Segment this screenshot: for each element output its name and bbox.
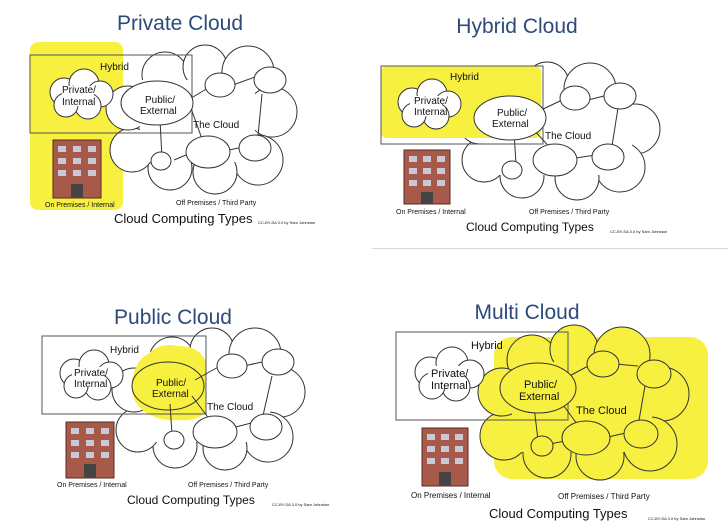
private-label-line1: Private/: [431, 368, 469, 380]
network-nodes-outer: [163, 348, 295, 450]
panel-title: Hybrid Cloud: [456, 15, 578, 38]
panel-title: Private Cloud: [116, 12, 244, 35]
hybrid-label: Hybrid: [100, 62, 129, 73]
highlight-public: [131, 345, 206, 421]
public-label-line2: External: [152, 389, 189, 400]
hybrid-box: [29, 54, 193, 134]
public-label-line1: Public/: [497, 108, 527, 119]
panel-private-cloud: Private Cloud Hybrid Private/ Internal: [0, 0, 364, 250]
credit-label: CC-BY-SA 3.0 by Sam Johnston: [648, 516, 705, 521]
divider-line: [372, 248, 728, 249]
private-cloud-bubble: [397, 78, 462, 130]
public-label-line1: Public/: [156, 378, 186, 389]
network-nodes: [499, 350, 672, 457]
footer-title: Cloud Computing Types: [127, 493, 255, 507]
hybrid-box: [41, 335, 207, 415]
footer-title: Cloud Computing Types: [489, 506, 628, 521]
on-premises-label: On Premises / Internal: [411, 491, 491, 500]
panel-title: Multi Cloud: [474, 301, 580, 324]
private-label-line1: Private/: [414, 96, 448, 107]
off-premises-label: Off Premises / Third Party: [188, 482, 269, 489]
credit-label: CC-BY-SA 3.0 by Sam Johnston: [258, 220, 315, 225]
private-label-line1: Private/: [62, 85, 96, 96]
footer-title: Cloud Computing Types: [114, 211, 253, 226]
building-icon: [52, 139, 102, 199]
building-icon: [421, 427, 469, 487]
private-label-line2: Internal: [74, 379, 107, 390]
the-cloud-label: The Cloud: [193, 120, 239, 131]
private-cloud-bubble: [49, 68, 114, 120]
panel-title: Public Cloud: [114, 306, 232, 329]
private-label-line2: Internal: [62, 97, 95, 108]
diagram-private-cloud: Hybrid Private/ Internal Public/ Externa…: [29, 42, 315, 226]
on-premises-label: On Premises / Internal: [45, 202, 115, 209]
off-premises-label: Off Premises / Third Party: [176, 200, 257, 207]
building-icon: [65, 421, 115, 479]
panel-hybrid-cloud: Hybrid Cloud Hybrid Private/ Internal: [362, 0, 726, 250]
private-label-line2: Internal: [431, 380, 468, 392]
on-premises-label: On Premises / Internal: [396, 209, 466, 216]
public-label-line1: Public/: [145, 95, 175, 106]
private-label-line1: Private/: [74, 368, 108, 379]
credit-label: CC-BY-SA 3.0 by Sam Johnston: [272, 502, 329, 507]
public-label-line2: External: [492, 119, 529, 130]
public-label-line2: External: [519, 391, 559, 403]
private-label-line2: Internal: [414, 107, 447, 118]
diagram-public-cloud: Hybrid Private/ Internal Public/ Externa…: [41, 327, 329, 507]
the-cloud-label: The Cloud: [545, 131, 591, 142]
public-label-line2: External: [140, 106, 177, 117]
hybrid-label: Hybrid: [471, 340, 503, 352]
network-nodes: [131, 361, 205, 411]
panel-multi-cloud: Multi Cloud Hybrid Private/ Internal: [362, 262, 728, 526]
off-premises-label: Off Premises / Third Party: [558, 492, 650, 501]
public-label-line1: Public/: [524, 379, 558, 391]
diagram-hybrid-cloud: Hybrid Private/ Internal Public/ Externa…: [380, 61, 667, 234]
building-icon: [403, 149, 451, 205]
hybrid-box: [380, 65, 544, 145]
private-cloud-bubble: [59, 349, 124, 401]
hybrid-label: Hybrid: [450, 72, 479, 83]
panel-public-cloud: Public Cloud Hybrid Private/ Internal: [0, 262, 364, 526]
network-nodes: [473, 82, 637, 180]
off-premises-label: Off Premises / Third Party: [529, 209, 610, 216]
the-cloud-label: The Cloud: [207, 402, 253, 413]
network-nodes: [120, 66, 287, 171]
hybrid-label: Hybrid: [110, 345, 139, 356]
footer-title: Cloud Computing Types: [466, 220, 594, 234]
on-premises-label: On Premises / Internal: [57, 482, 127, 489]
credit-label: CC-BY-SA 3.0 by Sam Johnston: [610, 229, 667, 234]
the-cloud-label: The Cloud: [576, 405, 627, 417]
diagram-multi-cloud: Hybrid Private/ Internal Public/ Externa…: [395, 324, 708, 521]
private-cloud-bubble: [414, 346, 485, 402]
